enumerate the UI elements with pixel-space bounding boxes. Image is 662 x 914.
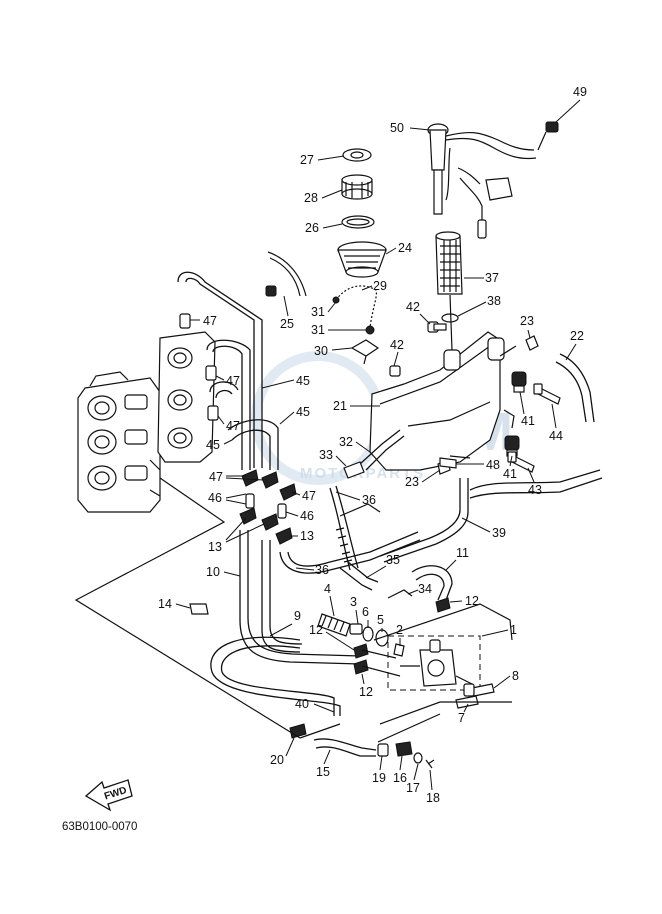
label-19: 19 xyxy=(372,771,386,785)
hose-22 xyxy=(555,353,595,423)
label-17: 17 xyxy=(406,781,420,795)
bolt-43-44 xyxy=(507,383,561,473)
grommet-41-group xyxy=(504,371,527,457)
label-44: 44 xyxy=(549,429,563,443)
diagram-code: 63B0100-0070 xyxy=(62,821,137,833)
label-28: 28 xyxy=(304,191,318,205)
label-6: 6 xyxy=(362,605,369,619)
label-41-b: 41 xyxy=(503,467,517,481)
label-18: 18 xyxy=(426,791,440,805)
label-2: 2 xyxy=(396,623,403,637)
clip-48 xyxy=(439,457,457,469)
hose-36 xyxy=(279,485,421,574)
label-36-b: 36 xyxy=(315,563,329,577)
label-45-b: 45 xyxy=(296,405,310,419)
label-29: 29 xyxy=(373,279,387,293)
label-34: 34 xyxy=(418,582,432,596)
label-10: 10 xyxy=(206,565,220,579)
fitting-47-group xyxy=(179,313,219,421)
label-5: 5 xyxy=(377,613,384,627)
intake-flange-assembly xyxy=(157,331,216,463)
label-7: 7 xyxy=(458,711,465,725)
vent-32-33 xyxy=(343,429,405,479)
label-24: 24 xyxy=(398,241,412,255)
label-30: 30 xyxy=(314,344,328,358)
label-46-a: 46 xyxy=(208,491,222,505)
label-21: 21 xyxy=(333,399,347,413)
fitting-42-group xyxy=(389,321,447,377)
label-23-b: 23 xyxy=(405,475,419,489)
assembly-lines xyxy=(74,477,513,743)
label-14: 14 xyxy=(158,597,172,611)
label-22: 22 xyxy=(570,329,584,343)
lower-fittings-15-20 xyxy=(289,723,435,769)
label-31-b: 31 xyxy=(311,323,325,337)
label-38: 38 xyxy=(487,294,501,308)
label-35: 35 xyxy=(386,553,400,567)
chain-29 xyxy=(332,285,380,365)
label-12-c: 12 xyxy=(359,685,373,699)
hose-45-group xyxy=(177,271,279,470)
label-31-a: 31 xyxy=(311,305,325,319)
joint-group-46-47 xyxy=(239,469,297,545)
label-47-b: 47 xyxy=(226,374,240,388)
label-25: 25 xyxy=(280,317,294,331)
label-48: 48 xyxy=(486,458,500,472)
fuel-pump-1 xyxy=(387,635,481,691)
hose-10-9 xyxy=(239,530,361,665)
label-12-a: 12 xyxy=(465,594,479,608)
label-13-b: 13 xyxy=(300,529,314,543)
label-39: 39 xyxy=(492,526,506,540)
label-1: 1 xyxy=(510,623,517,637)
tank-21 xyxy=(369,331,517,471)
label-43: 43 xyxy=(528,483,542,497)
label-50: 50 xyxy=(390,121,404,135)
label-40: 40 xyxy=(295,697,309,711)
label-46-b: 46 xyxy=(300,509,314,523)
clamp-14 xyxy=(189,603,209,615)
label-33: 33 xyxy=(319,448,333,462)
label-8: 8 xyxy=(512,669,519,683)
hose-loop-40 xyxy=(210,636,341,716)
clip-12-group xyxy=(353,597,451,677)
label-32: 32 xyxy=(339,435,353,449)
label-45-c: 45 xyxy=(206,438,220,452)
label-37: 37 xyxy=(485,271,499,285)
hose-39 xyxy=(379,469,603,563)
gear-4-washers xyxy=(317,613,405,657)
label-27: 27 xyxy=(300,153,314,167)
label-15: 15 xyxy=(316,765,330,779)
label-9: 9 xyxy=(294,609,301,623)
label-13-a: 13 xyxy=(208,540,222,554)
label-42-b: 42 xyxy=(390,338,404,352)
carburetor-assembly xyxy=(77,371,161,513)
clip-23-upper xyxy=(525,335,539,351)
fwd-arrow-icon: FWD xyxy=(84,779,133,812)
watermark-ring xyxy=(251,351,385,485)
label-12-b: 12 xyxy=(309,623,323,637)
label-11: 11 xyxy=(456,546,469,560)
label-41-a: 41 xyxy=(521,414,535,428)
label-47-e: 47 xyxy=(302,489,316,503)
label-26: 26 xyxy=(305,221,319,235)
label-36-a: 36 xyxy=(362,493,376,507)
label-42-a: 42 xyxy=(406,300,420,314)
label-20: 20 xyxy=(270,753,284,767)
label-47-d: 47 xyxy=(209,470,223,484)
label-23-a: 23 xyxy=(520,314,534,328)
label-45-a: 45 xyxy=(296,374,310,388)
label-16: 16 xyxy=(393,771,407,785)
sender-50 xyxy=(427,121,559,239)
part-labels: 49 50 27 28 26 24 25 29 31 31 30 37 xyxy=(158,85,587,805)
hose-35-11 xyxy=(339,561,453,601)
cap-assembly xyxy=(265,148,387,297)
label-3: 3 xyxy=(350,595,357,609)
label-47-a: 47 xyxy=(203,314,217,328)
label-47-c: 47 xyxy=(226,419,240,433)
label-4: 4 xyxy=(324,582,331,596)
bolt-7-8 xyxy=(455,683,495,709)
label-49: 49 xyxy=(573,85,587,99)
filter-37 xyxy=(435,231,463,371)
